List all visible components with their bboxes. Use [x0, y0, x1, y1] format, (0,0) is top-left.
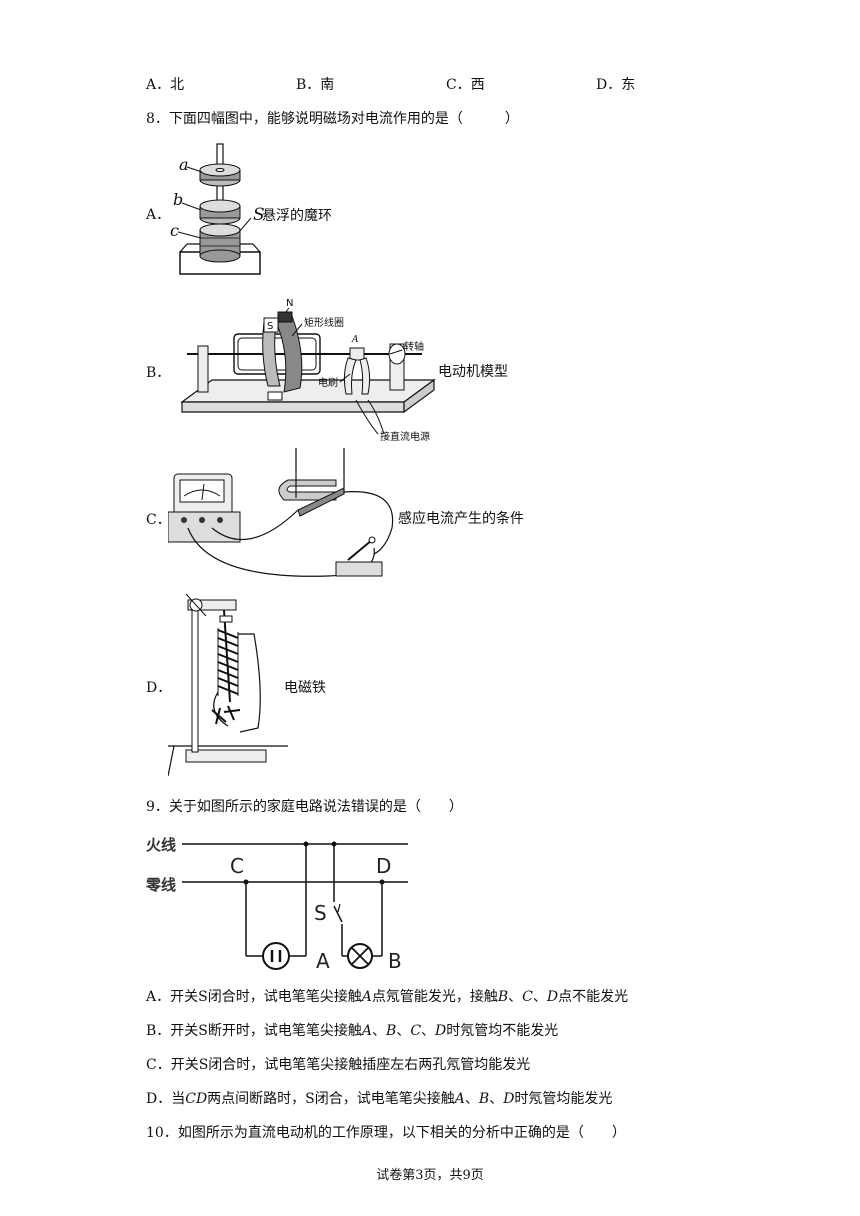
svg-text:A: A: [316, 949, 330, 970]
svg-text:电刷: 电刷: [318, 376, 338, 389]
q8-option-b-caption: 电动机模型: [438, 364, 508, 380]
svg-text:S: S: [253, 205, 265, 225]
svg-text:矩形线圈: 矩形线圈: [304, 316, 344, 329]
q8-option-b-letter: B．: [146, 365, 171, 381]
electromagnet-figure: [168, 593, 288, 777]
induced-current-figure: [168, 448, 394, 577]
q9-option-c: C．开关S闭合时，试电笔笔尖接触插座左右两孔氖管均能发光: [146, 1057, 531, 1073]
svg-text:接直流电源: 接直流电源: [380, 430, 430, 443]
svg-text:D: D: [376, 854, 391, 878]
q9-option-a: A．开关S闭合时，试电笔笔尖接触A点氖管能发光，接触B、C、D点不能发光: [146, 989, 629, 1005]
svg-text:N: N: [286, 298, 293, 309]
motor-model-figure: S N A 矩形线圈 转轴 电刷 接直流电源: [180, 298, 436, 443]
q10-stem: 10．如图所示为直流电动机的工作原理，以下相关的分析中正确的是（ ）: [146, 1125, 626, 1141]
q7-option-d: D．东: [596, 77, 636, 93]
q7-option-c: C．西: [446, 77, 485, 93]
svg-text:转轴: 转轴: [404, 340, 424, 353]
q8-stem: 8．下面四幅图中，能够说明磁场对电流作用的是（ ）: [146, 111, 519, 127]
neutral-wire-label: 零线: [146, 876, 176, 894]
svg-text:b: b: [173, 190, 183, 209]
svg-text:a: a: [179, 155, 189, 174]
q8-option-a-caption: 悬浮的魔环: [262, 208, 332, 224]
q8-option-d-letter: D．: [146, 680, 172, 696]
svg-text:c: c: [170, 221, 179, 240]
q7-option-b: B．南: [296, 77, 335, 93]
live-wire-label: 火线: [146, 836, 176, 854]
household-circuit-figure: 火线 零线 C A S D B: [146, 836, 408, 970]
magic-rings-figure: a b c S: [170, 143, 265, 275]
page-footer: 试卷第3页，共9页: [376, 1168, 484, 1183]
q8-option-c-letter: C．: [146, 512, 171, 528]
q8-option-a-letter: A．: [146, 207, 171, 223]
q9-stem: 9．关于如图所示的家庭电路说法错误的是（ ）: [146, 799, 463, 815]
q9-option-b: B．开关S断开时，试电笔笔尖接触A、B、C、D时氖管均不能发光: [146, 1023, 559, 1039]
q8-option-c-caption: 感应电流产生的条件: [398, 511, 524, 527]
q8-option-d-caption: 电磁铁: [284, 680, 326, 696]
q9-option-d: D．当CD两点间断路时，S闭合，试电笔笔尖接触A、B、D时氖管均能发光: [146, 1091, 613, 1107]
svg-text:S: S: [267, 321, 273, 332]
svg-text:C: C: [230, 854, 244, 878]
svg-text:S: S: [314, 901, 327, 925]
svg-text:B: B: [388, 949, 402, 970]
q7-option-a: A．北: [146, 77, 185, 93]
svg-text:A: A: [351, 335, 359, 345]
